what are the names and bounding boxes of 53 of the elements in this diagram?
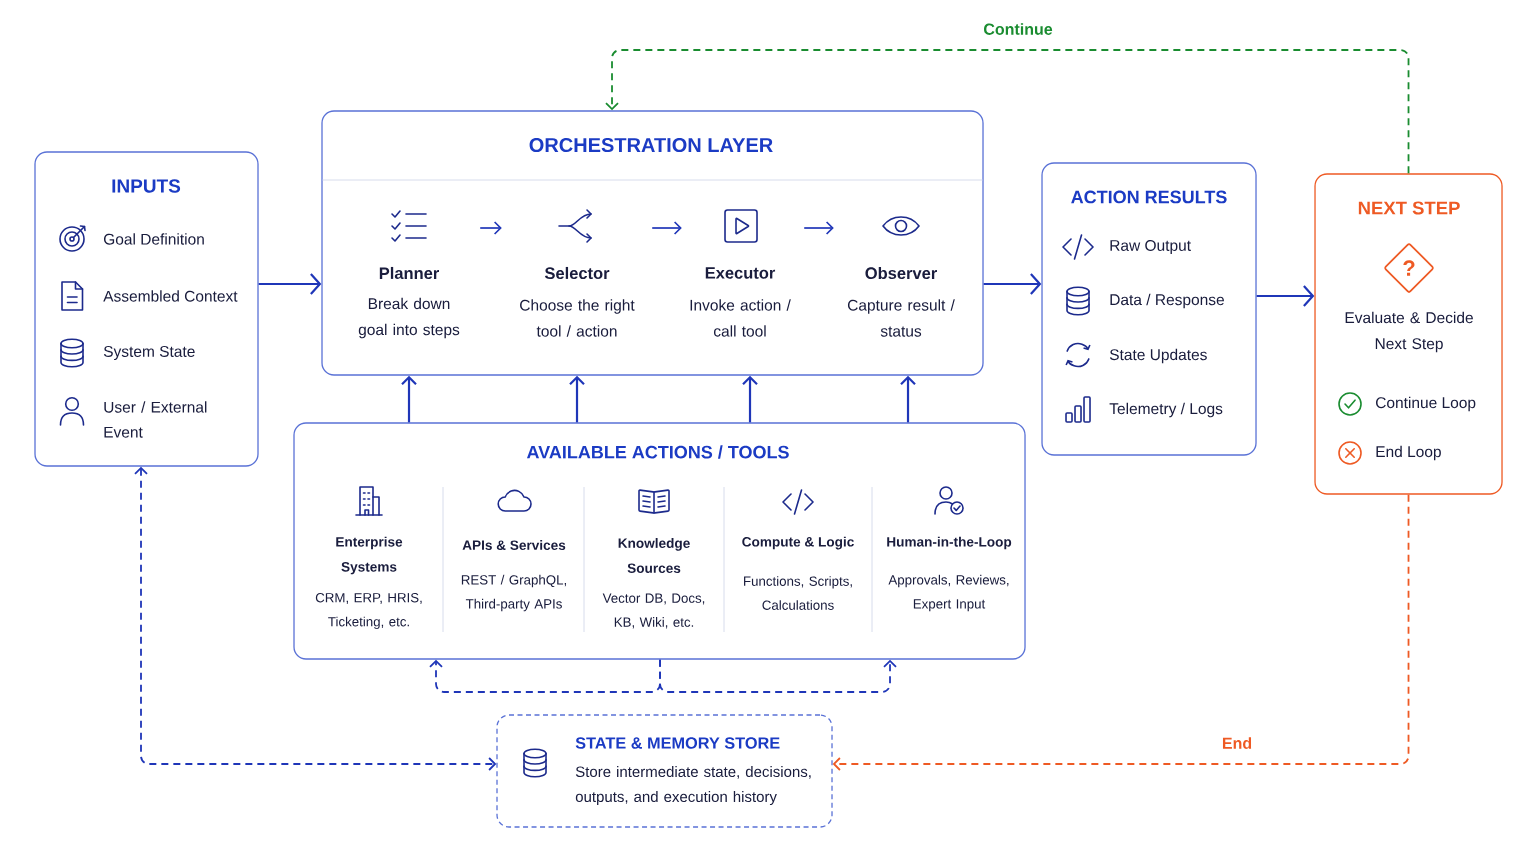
tool-category: Knowledge Sources	[618, 538, 690, 573]
list-item: Data / Response	[1110, 293, 1224, 309]
arrow	[803, 221, 834, 235]
edge-label: End	[1219, 735, 1255, 751]
tool-examples: CRM, ERP, HRIS, Ticketing, etc.	[315, 593, 422, 630]
arrow	[983, 273, 1042, 295]
arrow	[900, 375, 916, 423]
step-description: Invoke action / call tool	[690, 299, 791, 337]
list-item: Goal Definition	[104, 233, 204, 245]
dashed-arrow	[429, 658, 661, 693]
arrow	[401, 375, 417, 423]
dashed-arrow	[832, 493, 1410, 771]
step-title: Executor	[705, 267, 776, 279]
panel-title: AVAILABLE ACTIONS / TOOLS	[526, 445, 789, 459]
dashed-arrow	[659, 658, 897, 693]
arrow	[651, 221, 682, 235]
dashed-arrow	[605, 49, 1410, 175]
arrow	[479, 221, 502, 235]
step-description: Break down goal into steps	[358, 297, 460, 339]
option-label: End Loop	[1376, 445, 1441, 461]
tool-category: Enterprise Systems	[336, 536, 403, 575]
tool-category: Compute & Logic	[742, 536, 854, 550]
arrow	[742, 375, 758, 423]
step-description: Choose the right tool / action	[520, 299, 635, 337]
edge-label: Continue	[981, 21, 1055, 37]
tool-examples: Vector DB, Docs, KB, Wiki, etc.	[602, 593, 705, 629]
step-description: Capture result / status	[847, 299, 955, 337]
list-item: State Updates	[1109, 348, 1207, 364]
option-label: Continue Loop	[1376, 396, 1476, 412]
step-title: Observer	[865, 266, 937, 280]
list-item: User / External Event	[104, 401, 207, 438]
decision-text: Evaluate & Decide Next Step	[1345, 311, 1473, 353]
panel-title: INPUTS	[112, 179, 181, 193]
tool-examples: Functions, Scripts, Calculations	[744, 576, 852, 610]
list-item: Telemetry / Logs	[1109, 402, 1223, 418]
panel-title: STATE & MEMORY STORE	[575, 737, 780, 749]
tool-examples: Approvals, Reviews, Expert Input	[888, 574, 1009, 612]
description: Store intermediate state, decisions, outputs, and execution history	[575, 766, 811, 805]
list-item: Raw Output	[1110, 240, 1191, 254]
tool-category: APIs & Services	[462, 540, 566, 550]
arrow	[569, 375, 585, 423]
panel-title: NEXT STEP	[1358, 201, 1460, 215]
step-title: Selector	[544, 266, 610, 280]
panel-title: ORCHESTRATION LAYER	[529, 137, 773, 153]
list-item: Assembled Context	[103, 290, 238, 302]
list-item: System State	[103, 346, 195, 360]
arrow	[1256, 285, 1315, 307]
tool-examples: REST / GraphQL, Third-party APIs	[461, 574, 566, 612]
tool-category: Human-in-the-Loop	[887, 536, 1012, 550]
step-title: Planner	[379, 266, 439, 280]
panel-title: ACTION RESULTS	[1071, 190, 1227, 204]
dashed-arrow	[134, 466, 497, 771]
arrow	[258, 273, 322, 295]
